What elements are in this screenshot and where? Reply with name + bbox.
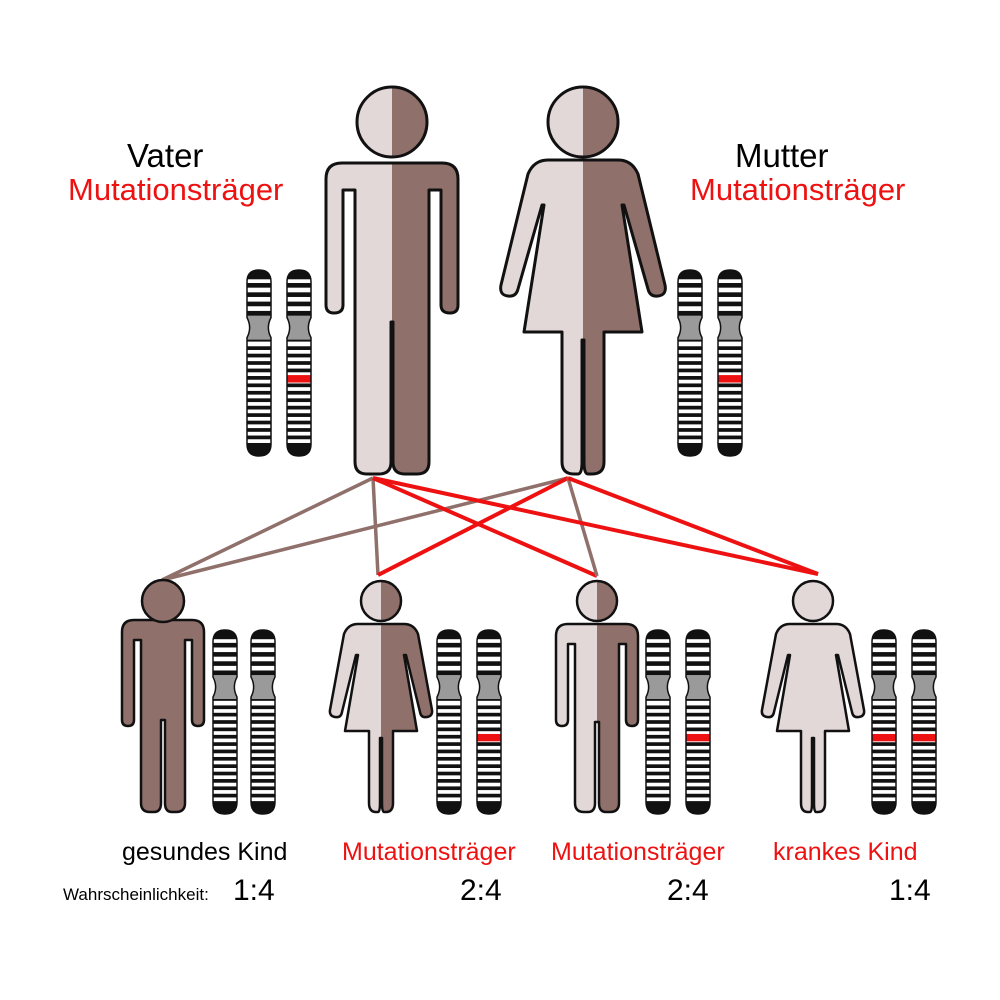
- line-father-child-2: [371, 477, 380, 576]
- line-father-child-4: [372, 476, 819, 576]
- child-4-chromosome-2-mutation-band: [912, 733, 936, 742]
- father-name: Vater: [127, 137, 204, 174]
- probability-label: Wahrscheinlichkeit:: [63, 885, 209, 904]
- child-4-ratio: 1:4: [889, 874, 931, 907]
- mother-name: Mutter: [735, 137, 829, 174]
- father-chromosome-2-mutation-band: [287, 375, 311, 383]
- mother-figure: [499, 85, 667, 476]
- child-1-ratio: 1:4: [233, 874, 275, 907]
- father-chromosome-1: [246, 269, 272, 457]
- line-mother-child-3: [566, 477, 599, 577]
- child-4-chromosome-2: [911, 629, 937, 815]
- child-1-chromosome-2: [250, 629, 276, 815]
- figures: [120, 85, 866, 814]
- line-father-child-1: [161, 476, 374, 582]
- chromosomes: [212, 269, 937, 815]
- line-mother-child-2: [377, 476, 569, 577]
- child-3-chromosome-2-mutation-band: [686, 733, 710, 742]
- child-3-label: Mutationsträger: [551, 838, 725, 866]
- child-2-chromosome-2-mutation-band: [477, 733, 501, 742]
- inheritance-lines: [161, 476, 819, 582]
- child-3-chromosome-2: [685, 629, 711, 815]
- child-3-figure: [554, 579, 640, 814]
- line-mother-child-1: [161, 476, 569, 582]
- child-2-figure: [328, 579, 434, 814]
- mother-status: Mutationsträger: [690, 172, 906, 207]
- child-2-chromosome-1: [436, 629, 462, 815]
- child-2-chromosome-2: [476, 629, 502, 815]
- father-status: Mutationsträger: [68, 172, 284, 207]
- child-4-label: krankes Kind: [773, 838, 918, 866]
- child-3-ratio: 2:4: [667, 874, 709, 907]
- child-1-figure: [120, 578, 206, 814]
- child-4-chromosome-1: [871, 629, 897, 815]
- child-3-chromosome-1: [645, 629, 671, 815]
- child-1-label: gesundes Kind: [122, 838, 288, 866]
- mother-chromosome-2: [717, 269, 743, 457]
- child-2-ratio: 2:4: [460, 874, 502, 907]
- mother-chromosome-2-mutation-band: [718, 375, 742, 383]
- line-mother-child-4: [567, 476, 819, 576]
- line-father-child-3: [372, 476, 598, 578]
- child-1-chromosome-1: [212, 629, 238, 815]
- child-4-chromosome-1-mutation-band: [872, 733, 896, 742]
- child-2-label: Mutationsträger: [342, 838, 516, 866]
- mother-chromosome-1: [677, 269, 703, 457]
- father-chromosome-2: [286, 269, 312, 457]
- child-4-figure: [760, 579, 866, 814]
- father-figure: [324, 85, 460, 476]
